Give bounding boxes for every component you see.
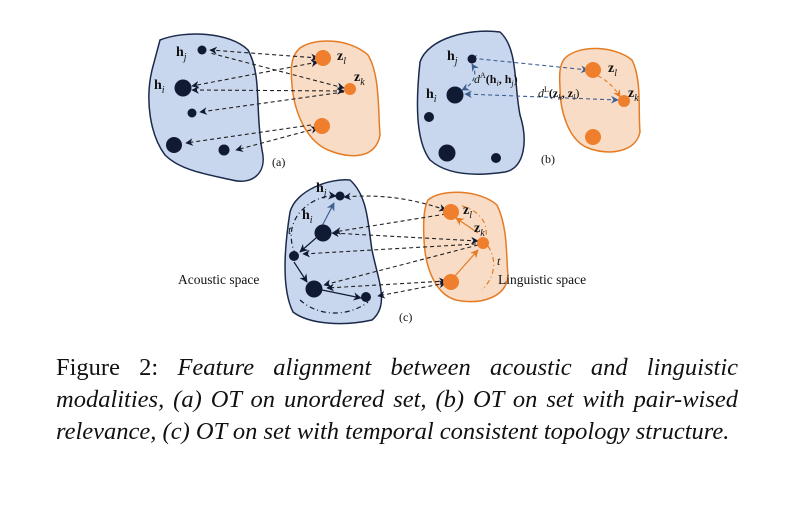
label-zl: zl	[337, 49, 346, 67]
acoustic-space-label: Acoustic space	[178, 272, 259, 287]
node-h-large	[305, 280, 323, 298]
node-zl	[443, 204, 459, 220]
figure-caption: Figure 2: Feature alignment between acou…	[56, 352, 738, 448]
node-zl	[585, 62, 601, 78]
node-h-last	[361, 292, 371, 302]
caption-text: Feature alignment between acoustic and l…	[56, 354, 738, 445]
node-hj	[197, 45, 207, 55]
node-h-small	[289, 251, 299, 261]
node-hi	[446, 86, 464, 104]
panel-label-c: (c)	[399, 310, 412, 324]
time-label-linguistic: t	[497, 254, 501, 268]
panel-b: hj hi zl zk dA(hi, hj) dL(zk, zl) (b)	[416, 30, 641, 175]
node-zl	[315, 50, 331, 66]
node-z-bottom	[585, 129, 601, 145]
panel-label-b: (b)	[541, 152, 555, 166]
distance-acoustic-label: dA(hi, hj)	[474, 71, 518, 88]
label-hi: hi	[426, 87, 437, 105]
panel-label-a: (a)	[272, 155, 285, 169]
alignment-arrows	[185, 46, 345, 152]
node-h-large	[166, 137, 182, 153]
node-zk	[618, 95, 630, 107]
panel-a: hj hi zl zk (a)	[148, 33, 381, 182]
relevance-arrows	[461, 54, 621, 104]
alignment-arrows	[302, 192, 479, 299]
label-hi: hi	[154, 78, 165, 96]
node-h-large	[438, 144, 456, 162]
label-hj: hj	[176, 45, 187, 63]
panel-c: hj hi zl zk t t Acoustic space Linguisti…	[178, 179, 586, 325]
node-hi	[174, 79, 192, 97]
figure-2-diagram: hj hi zl zk (a) hj hi zl zk dA(hi, hj) d…	[148, 30, 641, 325]
node-hj	[335, 191, 345, 201]
label-hj: hj	[316, 181, 327, 199]
linguistic-topology-arrows	[454, 205, 495, 291]
node-hi	[314, 224, 332, 242]
linguistic-space-label: Linguistic space	[498, 272, 586, 287]
acoustic-topology-arrows	[290, 191, 369, 314]
linguistic-space-blob	[290, 40, 381, 157]
label-hi: hi	[302, 208, 313, 226]
node-h-small	[187, 108, 197, 118]
node-hj	[467, 54, 477, 64]
label-zk: zk	[628, 86, 639, 104]
acoustic-space-blob	[284, 179, 383, 325]
label-zl: zl	[608, 61, 617, 79]
distance-linguistic-label: dL(zk, zl)	[538, 85, 579, 102]
node-z-bottom	[314, 118, 330, 134]
node-zk	[477, 237, 489, 249]
caption-label: Figure 2:	[56, 354, 159, 381]
node-h-small	[424, 112, 434, 122]
time-label-acoustic: t	[288, 223, 292, 237]
acoustic-space-blob	[148, 33, 264, 182]
label-zk: zk	[354, 70, 365, 88]
label-zl: zl	[463, 203, 472, 221]
node-z-bottom	[443, 274, 459, 290]
node-h-last	[218, 144, 230, 156]
label-hj: hj	[447, 49, 458, 67]
label-zk: zk	[474, 221, 485, 239]
node-h-last	[491, 153, 501, 163]
node-zk	[344, 83, 356, 95]
